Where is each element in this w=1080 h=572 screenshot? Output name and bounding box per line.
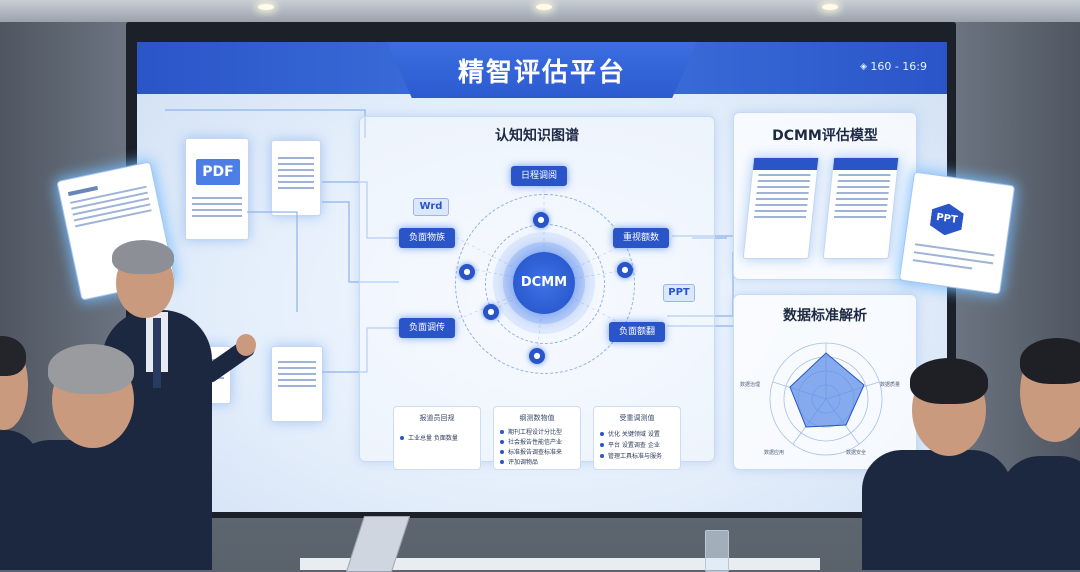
card-line: 平台 设置调查 企业 xyxy=(600,442,660,449)
pdf-document: PDF xyxy=(185,138,249,240)
model-document xyxy=(822,157,900,259)
meeting-table xyxy=(300,558,820,570)
radar-label: 数据应用 xyxy=(764,450,785,456)
info-card[interactable]: 报道员回规 工业总量 负面数量 xyxy=(393,406,481,470)
graph-dot-node[interactable]: ● xyxy=(483,304,499,320)
card-line: 管理工具标准与服务 xyxy=(599,453,663,460)
graph-node[interactable]: 负面物族 xyxy=(399,228,455,248)
graph-dot-node[interactable]: ● xyxy=(533,212,549,228)
card-line: 评加调物品 xyxy=(499,459,539,466)
platform-title: 精智评估平台 xyxy=(457,58,626,88)
data-analysis-panel: 数据标准解析 数据治理 数据质量 数据应用 数据安全 xyxy=(733,294,917,470)
info-card[interactable]: 纲测数物值 期刊工程设计分比型 社会报告性能信产业 标准报告调查标准来 评加调物… xyxy=(493,406,581,470)
ppt-tag: PPT xyxy=(663,284,695,302)
dcmm-model-panel: DCMM评估模型 xyxy=(733,112,917,280)
ceiling-light xyxy=(536,4,552,10)
pdf-badge: PDF xyxy=(196,159,240,185)
graph-node[interactable]: 负面额翻 xyxy=(609,322,665,342)
knowledge-graph-title: 认知知识图谱 xyxy=(495,128,579,144)
document-page xyxy=(271,346,323,422)
card-line: 社会报告性能信产业 xyxy=(499,439,563,446)
graph-dot-node[interactable]: ● xyxy=(617,262,633,278)
dcmm-model-title: DCMM评估模型 xyxy=(772,128,878,144)
card-title: 受重调测值 xyxy=(619,414,655,422)
header-title-tab xyxy=(387,42,697,98)
info-card[interactable]: 受重调测值 优化 关键领域 设置 平台 设置调查 企业 管理工具标准与服务 xyxy=(593,406,681,470)
document-page xyxy=(271,140,321,216)
graph-node[interactable]: 日程调阅 xyxy=(511,166,567,186)
graph-node[interactable]: 负面调传 xyxy=(399,318,455,338)
radar-label: 数据安全 xyxy=(846,450,867,456)
model-document xyxy=(742,157,820,259)
floating-ppt-right: PPT xyxy=(898,171,1016,295)
radar-label: 数据治理 xyxy=(740,382,761,388)
graph-ring xyxy=(455,194,635,374)
card-title: 纲测数物值 xyxy=(519,414,555,422)
word-tag: Wrd xyxy=(413,198,449,216)
card-line: 标准报告调查标准来 xyxy=(499,449,563,456)
ceiling-light xyxy=(822,4,838,10)
dcmm-hub[interactable]: DCMM xyxy=(513,252,575,314)
ppt-badge: PPT xyxy=(929,201,965,237)
card-title: 报道员回规 xyxy=(419,414,455,422)
graph-node[interactable]: 重视额数 xyxy=(613,228,669,248)
graph-dot-node[interactable]: ● xyxy=(459,264,475,280)
radar-label: 数据质量 xyxy=(880,382,901,388)
ceiling-light xyxy=(258,4,274,10)
card-line: 优化 关键领域 设置 xyxy=(600,431,660,438)
card-line: 工业总量 负面数量 xyxy=(400,435,458,442)
water-glass xyxy=(705,530,729,572)
display-screen: 精智评估平台 ◈ 160 - 16:9 PDF xyxy=(137,42,947,512)
card-line: 期刊工程设计分比型 xyxy=(499,429,563,436)
graph-dot-node[interactable]: ● xyxy=(529,348,545,364)
data-analysis-title: 数据标准解析 xyxy=(783,308,867,324)
time-display: 160 - 16:9 xyxy=(870,60,927,73)
radar-chart xyxy=(769,342,883,456)
wifi-icon: ◈ xyxy=(860,62,867,72)
